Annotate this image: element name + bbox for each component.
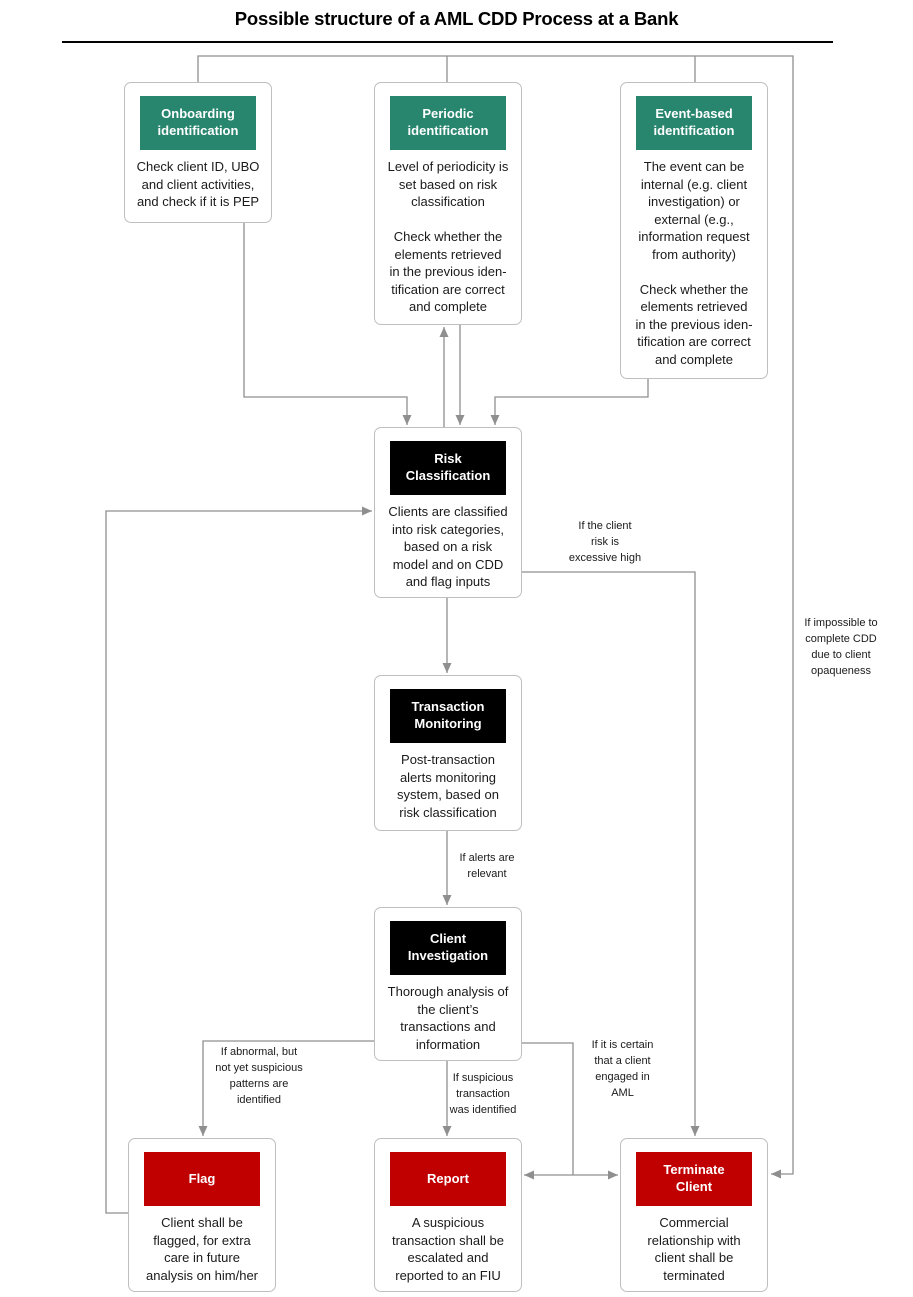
edge-client-certain-aml-stem — [522, 1042, 574, 1175]
edge-top-bus-to-terminate — [197, 55, 794, 1179]
transaction-monitoring-box: Transaction Monitoring Post-transaction … — [374, 675, 522, 831]
edge-label-certain-aml: If it is certain that a client engaged i… — [591, 1039, 654, 1099]
onboarding-identification-header: Onboarding identification — [140, 96, 256, 150]
report-body: A suspicious transaction shall be escala… — [391, 1215, 504, 1283]
event-based-identification-header: Event-based identification — [636, 96, 752, 150]
flag-header: Flag — [144, 1152, 260, 1206]
onboarding-identification-box: Onboarding identification Check client I… — [124, 82, 272, 223]
report-box: Report A suspicious transaction shall be… — [374, 1138, 522, 1292]
event-based-identification-box: Event-based identification The event can… — [620, 82, 768, 379]
page-title: Possible structure of a AML CDD Process … — [234, 8, 679, 29]
edge-label-excessive-risk: If the client risk is excessive high — [568, 520, 642, 564]
risk-classification-box: Risk Classification Clients are classifi… — [374, 427, 522, 598]
client-investigation-body: Thorough analysis of the client’s transa… — [387, 984, 509, 1052]
edge-risk-to-terminate — [522, 571, 700, 1136]
risk-classification-header: Risk Classification — [390, 441, 506, 495]
edge-label-impossible-cdd: If impossible to complete CDD due to cli… — [804, 617, 878, 677]
edge-label-alerts-relevant: If alerts are relevant — [459, 852, 515, 880]
terminate-client-box: Terminate Client Commercial relationship… — [620, 1138, 768, 1292]
edge-event-based-to-risk — [490, 379, 649, 425]
edge-flag-to-risk-feedback — [105, 506, 372, 1214]
edge-onboarding-to-risk — [243, 223, 412, 425]
flag-body: Client shall be flagged, for extra care … — [146, 1215, 258, 1283]
edge-label-suspicious-transaction: If suspicious transaction was identified — [449, 1072, 517, 1116]
onboarding-identification-body: Check client ID, UBO and client activiti… — [136, 159, 260, 210]
edge-label-abnormal-patterns: If abnormal, but not yet suspicious patt… — [215, 1046, 303, 1106]
periodic-identification-box: Periodic identification Level of periodi… — [374, 82, 522, 325]
event-based-identification-body: The event can be internal (e.g. client i… — [635, 159, 753, 368]
flag-box: Flag Client shall be flagged, for extra … — [128, 1138, 276, 1292]
terminate-client-body: Commercial relationship with client shal… — [647, 1215, 741, 1283]
terminate-client-header: Terminate Client — [636, 1152, 752, 1206]
transaction-monitoring-body: Post-transaction alerts monitoring syste… — [397, 752, 499, 820]
transaction-monitoring-header: Transaction Monitoring — [390, 689, 506, 743]
periodic-identification-header: Periodic identification — [390, 96, 506, 150]
report-header: Report — [390, 1152, 506, 1206]
title-underline — [62, 41, 833, 43]
client-investigation-header: Client Investigation — [390, 921, 506, 975]
edge-client-to-flag — [198, 1040, 374, 1136]
periodic-identification-body: Level of periodicity is set based on ris… — [387, 159, 509, 315]
client-investigation-box: Client Investigation Thorough analysis o… — [374, 907, 522, 1061]
risk-classification-body: Clients are classified into risk categor… — [388, 504, 508, 590]
